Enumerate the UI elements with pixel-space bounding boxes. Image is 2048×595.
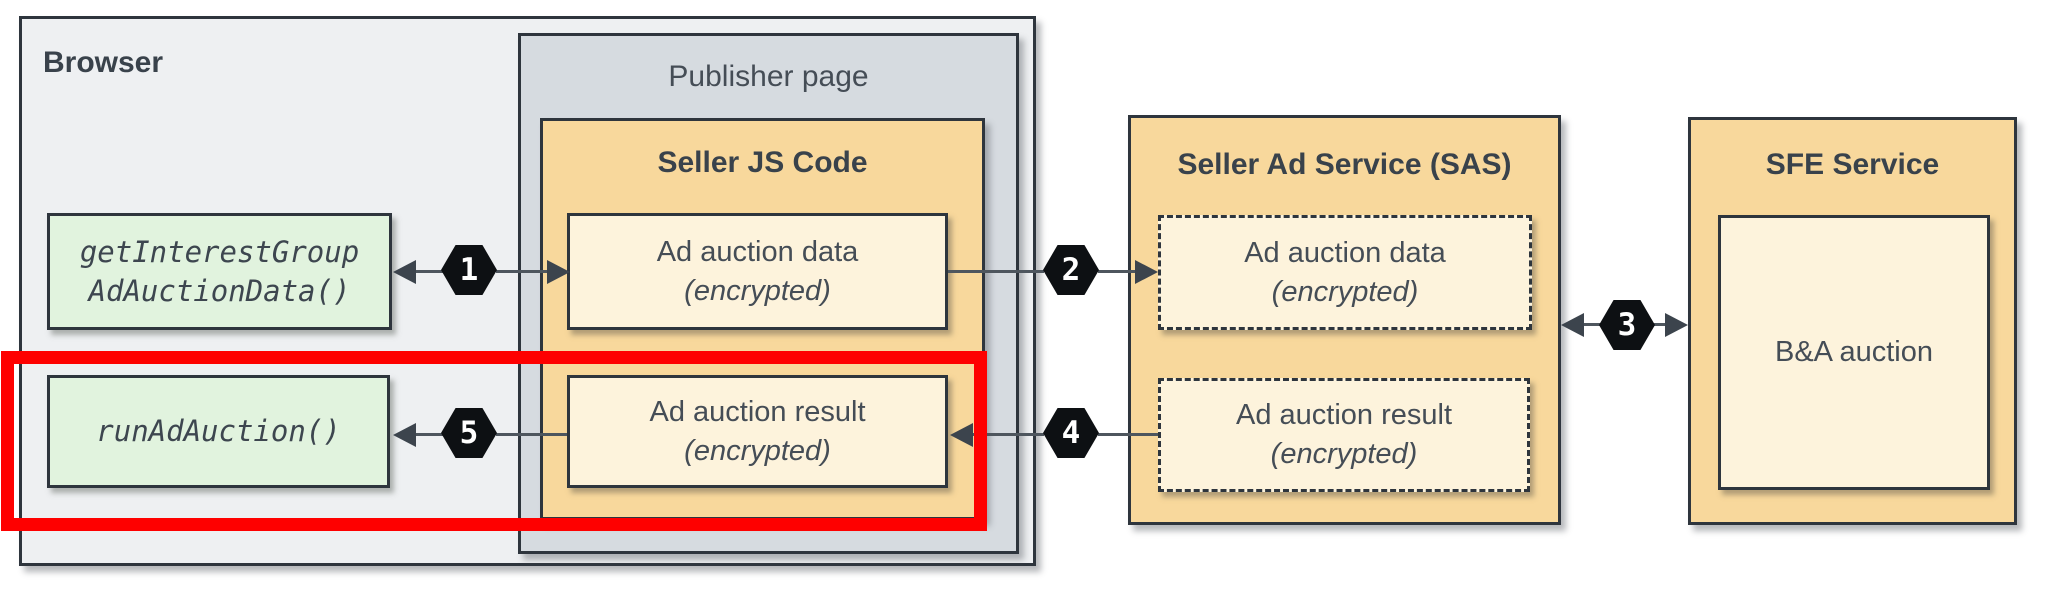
- ba-auction-box: B&A auction: [1718, 215, 1990, 490]
- arrow-line-step3-right: [1652, 323, 1670, 326]
- browser-title: Browser: [43, 46, 164, 79]
- get-interest-group-line2: AdAuctionData(): [88, 273, 351, 308]
- js-ad-auction-data-line2: (encrypted): [684, 274, 831, 307]
- arrow-line-step2-right: [1098, 270, 1138, 273]
- arrow-line-step2-left: [948, 270, 1044, 273]
- arrow-line-step1-left: [410, 270, 444, 273]
- arrowhead-step4-into-js-result-icon: [950, 423, 973, 447]
- get-interest-group-ad-auction-data-box: getInterestGroup AdAuctionData(): [47, 213, 392, 330]
- seller-ad-service-title: Seller Ad Service (SAS): [1177, 148, 1512, 181]
- step-badge-4: 4: [1043, 408, 1099, 458]
- arrowhead-step5-into-run-ad-auction-icon: [393, 423, 416, 447]
- run-ad-auction-line1: runAdAuction(): [96, 414, 341, 448]
- js-ad-auction-data-line1: Ad auction data: [656, 235, 859, 268]
- step-badge-5-number: 5: [459, 415, 479, 451]
- get-interest-group-line1: getInterestGroup: [79, 234, 360, 269]
- step-badge-1-number: 1: [459, 252, 479, 288]
- step-badge-2-number: 2: [1061, 252, 1081, 288]
- arrow-line-step5-right: [496, 433, 567, 436]
- sas-ad-auction-result-box: Ad auction result (encrypted): [1158, 378, 1530, 492]
- js-ad-auction-result-line2: (encrypted): [684, 434, 831, 467]
- js-ad-auction-data-box: Ad auction data (encrypted): [567, 213, 948, 330]
- arrowhead-step1-into-js-data-icon: [547, 260, 570, 284]
- ba-auction-label: B&A auction: [1775, 336, 1933, 368]
- sas-ad-auction-data-box: Ad auction data (encrypted): [1158, 215, 1532, 330]
- arrowhead-step2-into-sas-data-icon: [1135, 260, 1158, 284]
- arrowhead-step3-into-sas-icon: [1561, 313, 1584, 337]
- arrow-line-step4-left: [967, 433, 1044, 436]
- arrowhead-step1-into-browser-api-icon: [393, 260, 416, 284]
- arrow-line-step4-right: [1098, 433, 1158, 436]
- sas-ad-auction-result-line1: Ad auction result: [1235, 399, 1452, 431]
- seller-js-code-title: Seller JS Code: [657, 146, 868, 179]
- step-badge-2: 2: [1043, 245, 1099, 295]
- arrowhead-step3-into-sfe-icon: [1665, 313, 1688, 337]
- publisher-page-title: Publisher page: [668, 60, 869, 93]
- step-badge-3-number: 3: [1617, 307, 1637, 343]
- run-ad-auction-box: runAdAuction(): [47, 375, 390, 488]
- js-ad-auction-result-line1: Ad auction result: [649, 395, 866, 428]
- arrow-line-step1-right: [496, 270, 550, 273]
- step-badge-3: 3: [1599, 300, 1655, 350]
- sfe-service-title: SFE Service: [1765, 148, 1940, 181]
- sas-ad-auction-data-line1: Ad auction data: [1244, 236, 1446, 269]
- sas-ad-auction-data-line2: (encrypted): [1271, 275, 1419, 308]
- arrow-line-step3-left: [1578, 323, 1602, 326]
- step-badge-4-number: 4: [1061, 415, 1081, 451]
- arrow-line-step5-left: [410, 433, 444, 436]
- sas-ad-auction-result-line2: (encrypted): [1270, 438, 1418, 470]
- js-ad-auction-result-box: Ad auction result (encrypted): [567, 375, 948, 488]
